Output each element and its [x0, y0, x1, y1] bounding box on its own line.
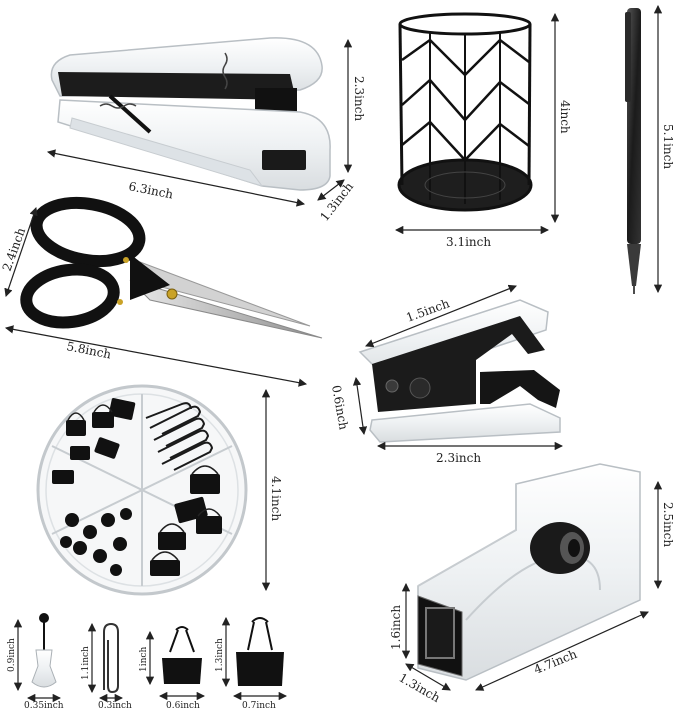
remover-height-label: 0.6inch — [329, 384, 351, 431]
small-binder-height-label: 1inch — [139, 647, 149, 672]
dispenser-height-label: 2.5inch — [661, 502, 675, 547]
remover-length-label: 1.5inch — [404, 296, 451, 325]
staple-remover — [358, 299, 561, 443]
stapler-width-dimension-line — [317, 179, 345, 201]
small-binder-width-label: 0.6inch — [166, 701, 200, 710]
large-binder-width-label: 0.7inch — [242, 701, 276, 710]
small-binder-clip — [162, 626, 202, 684]
stapler-height-label: 2.3inch — [352, 76, 366, 121]
stapler — [50, 37, 331, 191]
paper-clip — [103, 622, 119, 694]
dispenser-depth-dimension-line — [405, 663, 451, 691]
tape-dispenser — [417, 463, 641, 681]
paperclip-width-label: 0.3inch — [98, 701, 132, 710]
paperclip-height-label: 1.1inch — [81, 646, 91, 680]
pin-width-label: 0.35inch — [24, 701, 64, 710]
large-binder-height-label: 1.3inch — [215, 638, 225, 672]
scissors — [20, 196, 323, 339]
stapler-length-label: 6.3inch — [127, 179, 174, 201]
clips-box — [36, 384, 248, 596]
remover-length-dimension-line — [365, 284, 517, 348]
remover-width-label: 2.3inch — [436, 451, 481, 465]
dispenser-front-label: 1.6inch — [389, 605, 403, 650]
scissors-length-dimension-line — [4, 325, 308, 387]
holder-width-label: 3.1inch — [446, 235, 491, 249]
dispenser-length-label: 4.7inch — [532, 647, 579, 677]
scissors-length-label: 5.8inch — [65, 339, 112, 361]
push-pin — [31, 613, 57, 688]
pen-holder — [397, 12, 533, 212]
stapler-length-dimension-line — [46, 149, 306, 207]
scissors-height-dimension-line — [4, 207, 38, 297]
holder-height-label: 4inch — [558, 100, 572, 134]
pen — [625, 8, 641, 294]
pin-height-label: 0.9inch — [7, 638, 17, 672]
scissors-height-label: 2.4inch — [0, 226, 28, 273]
large-binder-clip — [236, 617, 284, 686]
remover-height-dimension-line — [352, 376, 368, 436]
dispenser-depth-label: 1.3inch — [397, 670, 443, 705]
clips-box-height-label: 4.1inch — [269, 476, 283, 521]
pen-length-label: 5.1inch — [661, 124, 675, 169]
dispenser-length-dimension-line — [475, 611, 649, 691]
